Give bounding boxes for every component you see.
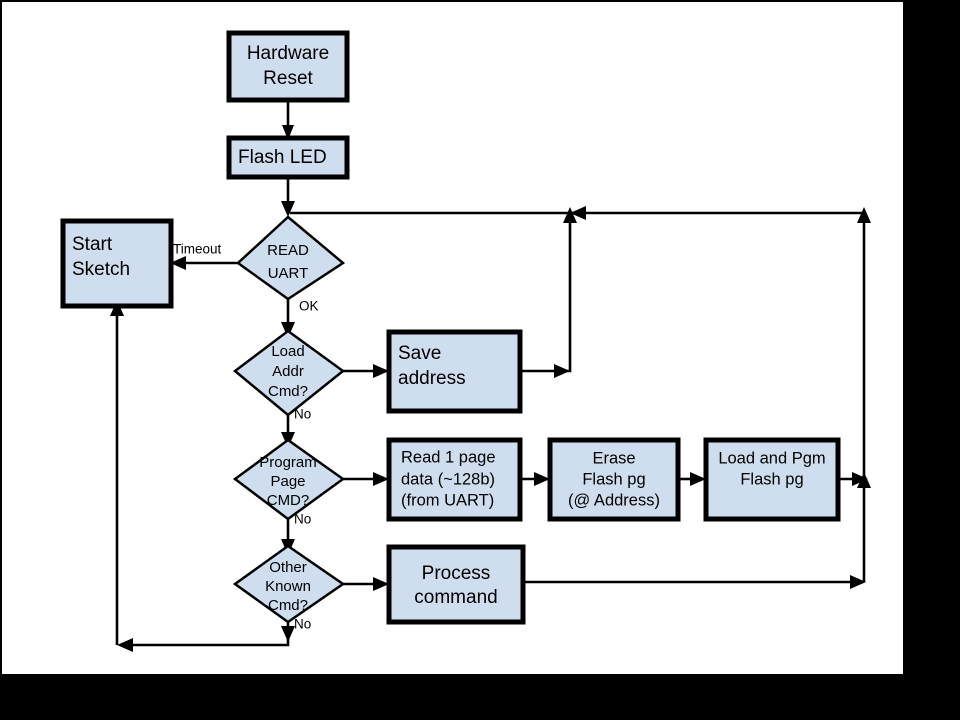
hardware-reset-line-1: Hardware <box>247 43 329 64</box>
erase-flash-line-1: Erase <box>592 449 635 467</box>
edge-save-address-to-loop-bus <box>520 207 577 378</box>
read-uart-line-2: UART <box>268 265 309 282</box>
node-load-pgm-flash-pg[interactable]: Load and Pgm Flash pg <box>703 437 841 522</box>
node-read-page-data[interactable]: Read 1 page data (~128b) (from UART) <box>386 437 523 522</box>
process-command-line-2: command <box>414 587 497 608</box>
node-other-known-cmd[interactable]: Other Known Cmd? <box>232 544 346 624</box>
diagram-canvas: Hardware Reset Flash LED Start Sketch RE… <box>0 0 903 674</box>
node-start-sketch[interactable]: Start Sketch <box>60 218 174 309</box>
program-page-line-2: Page <box>270 473 305 490</box>
edge-program-page-to-read-page <box>343 472 389 486</box>
read-uart-line-1: READ <box>267 242 309 259</box>
edge-top-return-bus <box>290 206 864 220</box>
node-process-command[interactable]: Process command <box>386 544 526 625</box>
program-page-line-3: CMD? <box>267 492 310 509</box>
edge-label-timeout: Timeout <box>173 242 222 257</box>
process-command-line-1: Process <box>422 563 491 584</box>
start-sketch-line-1: Start <box>72 234 113 255</box>
start-sketch-line-2: Sketch <box>72 259 130 280</box>
load-addr-line-3: Cmd? <box>268 383 308 400</box>
save-address-line-1: Save <box>398 343 441 364</box>
edge-load-pgm-to-right-bus <box>838 472 868 486</box>
node-save-address[interactable]: Save address <box>386 329 523 414</box>
edge-right-vertical-bus <box>857 207 871 582</box>
edge-label-no-load-addr: No <box>294 407 311 422</box>
load-addr-line-1: Load <box>271 343 304 360</box>
edge-label-ok: OK <box>299 299 319 314</box>
edge-erase-flash-to-load-pgm <box>678 472 706 486</box>
edge-read-page-to-erase-flash <box>520 472 550 486</box>
read-page-line-3: (from UART) <box>401 491 494 509</box>
other-known-line-3: Cmd? <box>268 597 308 614</box>
load-pgm-line-2: Flash pg <box>740 470 803 488</box>
edge-read-uart-to-start-sketch <box>170 256 238 270</box>
load-pgm-line-1: Load and Pgm <box>718 449 825 467</box>
flash-led-line-1: Flash LED <box>238 147 327 168</box>
node-program-page-cmd[interactable]: Program Page CMD? <box>232 438 346 521</box>
node-flash-led[interactable]: Flash LED <box>226 135 350 180</box>
other-known-line-1: Other <box>269 559 307 576</box>
node-hardware-reset[interactable]: Hardware Reset <box>226 30 350 103</box>
flowchart-svg: Hardware Reset Flash LED Start Sketch RE… <box>60 30 871 652</box>
read-page-line-1: Read 1 page <box>401 448 496 466</box>
edge-label-no-other-known: No <box>294 617 311 632</box>
edge-label-no-program-page: No <box>294 512 311 527</box>
program-page-line-1: Program <box>259 454 317 471</box>
other-known-line-2: Known <box>265 578 311 595</box>
edge-load-addr-to-save-address <box>343 364 389 378</box>
edge-other-known-to-process-command <box>343 577 389 591</box>
edge-process-command-to-right-bus <box>523 575 866 589</box>
node-load-addr-cmd[interactable]: Load Addr Cmd? <box>232 329 346 417</box>
edge-hardware-reset-to-flash-led <box>282 100 294 140</box>
node-read-uart[interactable]: READ UART <box>236 215 346 301</box>
edge-flash-led-to-read-uart <box>281 177 295 217</box>
hardware-reset-line-2: Reset <box>263 68 313 89</box>
read-page-line-2: data (~128b) <box>401 470 495 488</box>
load-addr-line-2: Addr <box>272 363 304 380</box>
erase-flash-line-2: Flash pg <box>582 470 645 488</box>
node-erase-flash-pg[interactable]: Erase Flash pg (@ Address) <box>547 437 681 522</box>
erase-flash-line-3: (@ Address) <box>568 491 660 509</box>
save-address-line-2: address <box>398 368 466 389</box>
